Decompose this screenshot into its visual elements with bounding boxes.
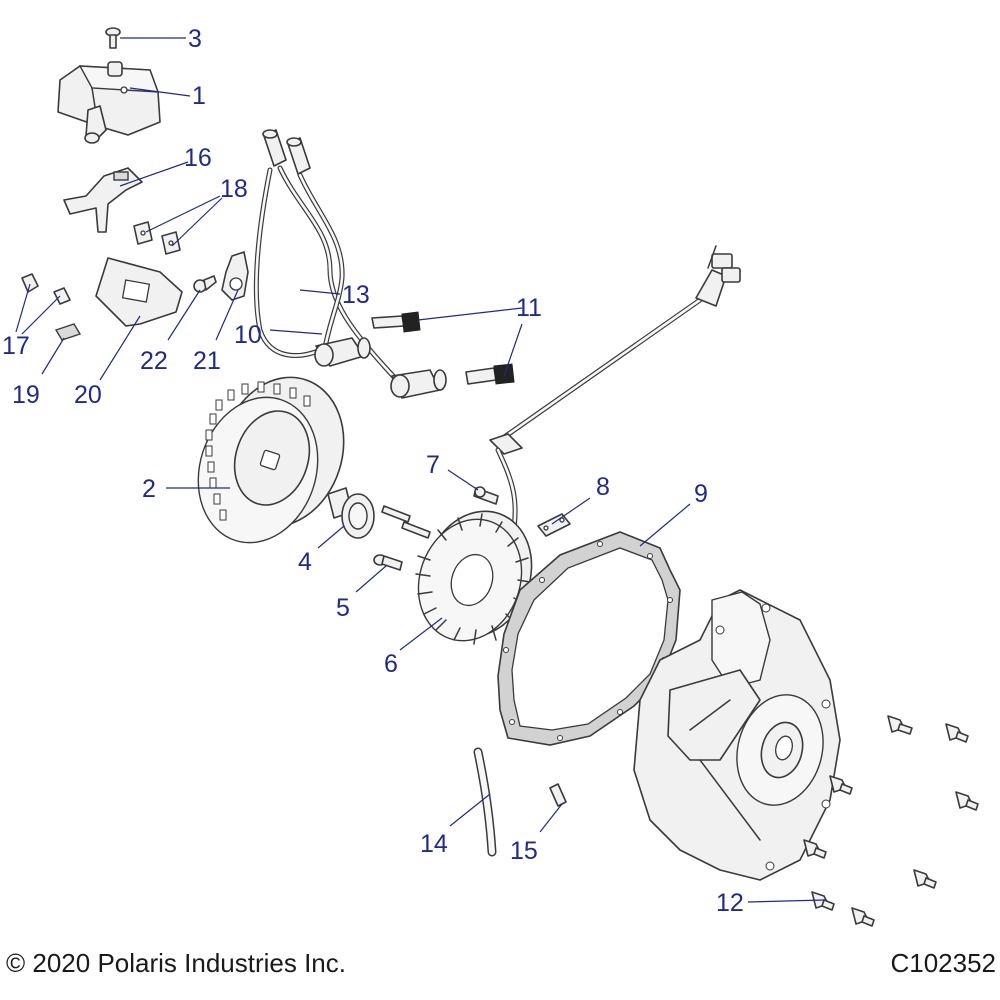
part-13-spark-plug-wires [253,129,398,381]
callout-14: 14 [420,830,448,858]
callout-5: 5 [336,594,350,622]
stator-cover-housing [633,589,841,881]
part-4-starter-gear [327,487,375,539]
callout-6: 6 [384,650,398,678]
part-12-housing-bolts [803,715,979,927]
callout-19: 19 [12,381,40,409]
part-9-gasket [497,531,681,746]
leader-lines [15,37,825,903]
callout-18: 18 [220,175,248,203]
part-3-screw [105,27,121,49]
part-15-grommet [549,783,567,807]
part-8-retainer [537,513,571,537]
figure-id: C102352 [890,948,996,978]
callout-17: 17 [2,332,30,360]
part-2-flywheel [197,376,345,544]
callout-20: 20 [74,381,102,409]
callout-21: 21 [193,347,221,375]
part-5-bolt [373,554,403,571]
callout-2: 2 [142,475,156,503]
part-11-spark-plugs [371,311,515,385]
part-10-spark-plug-boots [314,337,447,399]
callout-9: 9 [694,480,708,508]
callout-12: 12 [716,889,744,917]
callout-15: 15 [510,837,538,865]
callout-1: 1 [192,82,206,110]
callout-22: 22 [140,347,168,375]
callout-13: 13 [342,281,370,309]
callout-16: 16 [184,144,212,172]
part-14-hose [473,747,497,857]
part-1-ignition-coil [57,61,161,144]
callout-3: 3 [188,25,202,53]
callout-4: 4 [298,548,312,576]
part-17-bolts [21,273,71,305]
callout-8: 8 [596,473,610,501]
part-18-clips [133,221,181,255]
callout-11: 11 [516,294,542,322]
stator-screws [381,505,431,539]
part-19-clip [54,323,82,341]
stator-harness [489,245,741,543]
callout-labels: 3 1 16 18 17 19 20 22 21 13 10 11 2 7 8 … [2,25,744,917]
copyright-notice: © 2020 Polaris Industries Inc. [6,948,346,978]
part-22-bolt [193,275,217,293]
part-16-bracket [63,167,143,233]
part-20-plate [95,257,183,327]
callout-7: 7 [426,451,440,479]
callout-10: 10 [234,321,262,349]
part-21-clamp [221,251,249,301]
